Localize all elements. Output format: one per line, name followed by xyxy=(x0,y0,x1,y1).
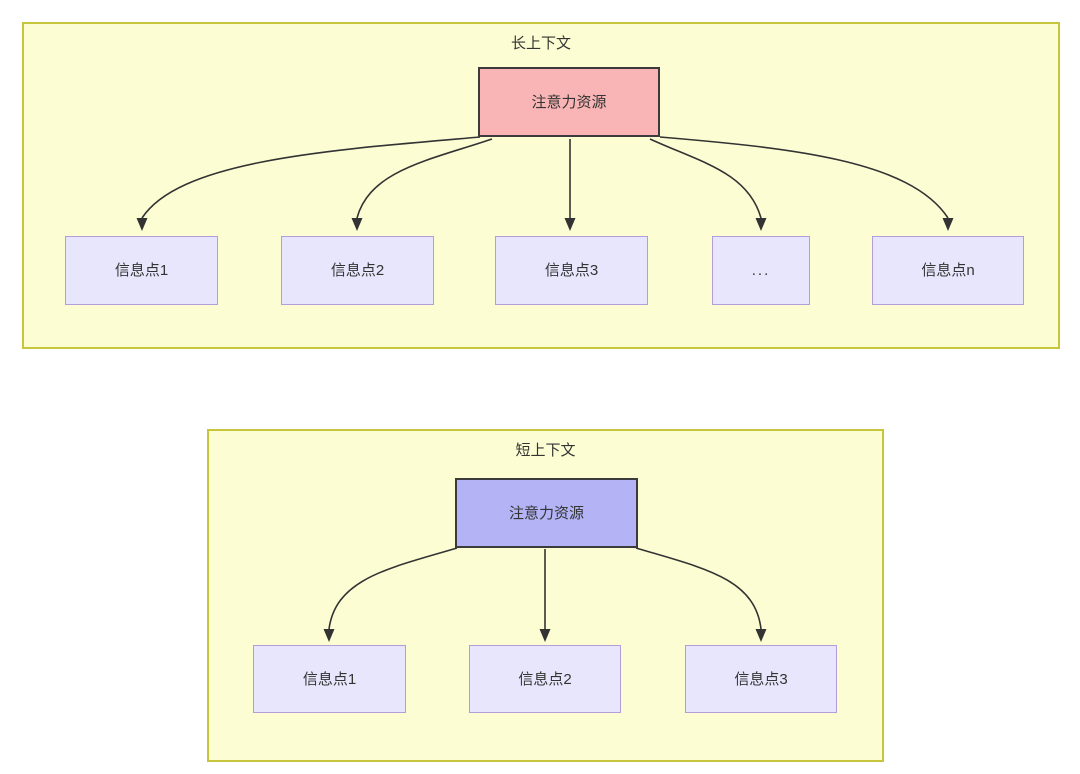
node-info-point-1-long[interactable]: 信息点1 xyxy=(65,236,218,305)
node-attention-resource-short[interactable]: 注意力资源 xyxy=(455,478,638,548)
node-info-point-1-short[interactable]: 信息点1 xyxy=(253,645,406,713)
node-info-point-3-short[interactable]: 信息点3 xyxy=(685,645,837,713)
node-attention-resource-long[interactable]: 注意力资源 xyxy=(478,67,660,137)
panel-long-context-title: 长上下文 xyxy=(510,35,571,52)
panel-short-context-title: 短上下文 xyxy=(515,442,576,459)
node-info-point-3-long[interactable]: 信息点3 xyxy=(495,236,648,305)
node-info-point-2-long[interactable]: 信息点2 xyxy=(281,236,434,305)
node-info-point-n-long[interactable]: 信息点n xyxy=(872,236,1024,305)
node-info-point-ellipsis-long[interactable]: ... xyxy=(712,236,810,305)
node-info-point-2-short[interactable]: 信息点2 xyxy=(469,645,621,713)
